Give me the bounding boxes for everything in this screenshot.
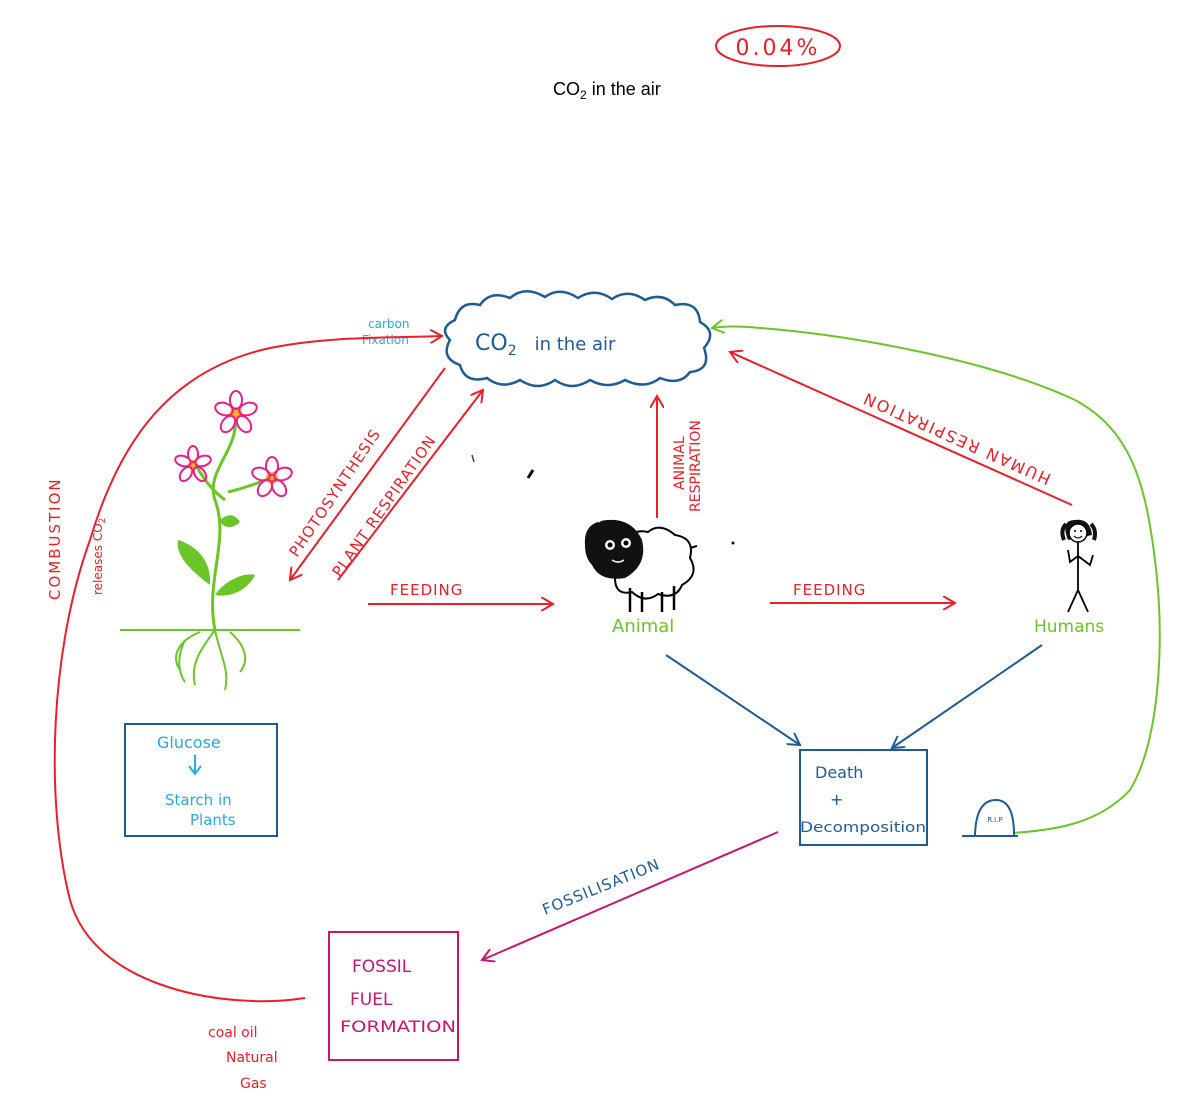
percentage-badge: 0.04%: [715, 25, 841, 67]
feeding-label-1: FEEDING: [390, 581, 463, 599]
animal-label: Animal: [612, 616, 674, 637]
stray-mark-2: [471, 454, 475, 463]
human-respiration-label: HUMAN RESPIRATION: [859, 388, 1054, 489]
natural-label: Natural: [226, 1050, 278, 1066]
plant-respiration-arrow: [337, 390, 483, 581]
human-illustration: [1060, 519, 1097, 613]
sheep-illustration: [584, 514, 698, 612]
decomposition-label: Decomposition: [800, 820, 926, 836]
releases-co2-label: releases CO2: [91, 518, 108, 595]
human-respiration-arrow: [730, 352, 1073, 506]
percentage-text: 0.04%: [736, 36, 821, 61]
animal-respiration-label-1: ANIMAL: [672, 436, 688, 490]
stray-mark: [526, 469, 535, 479]
animal-respiration-label-2: RESPIRATION: [688, 420, 704, 512]
header-title: CO2 in the air: [553, 79, 661, 102]
glucose-box: [124, 723, 278, 837]
combustion-label: COMBUSTION: [46, 477, 64, 600]
gas-label: Gas: [240, 1076, 267, 1092]
stray-dot: [731, 541, 735, 545]
fossil-label-3: FORMATION: [340, 1017, 456, 1036]
humans-label: Humans: [1034, 617, 1104, 637]
feeding-label-2: FEEDING: [793, 581, 866, 599]
fossilisation-arrow: [482, 831, 779, 960]
photosynthesis-arrow: [290, 367, 446, 580]
plus-label: +: [830, 790, 843, 809]
fossil-label-1: FOSSIL: [352, 957, 412, 977]
carbon-fixation-label-2: Fixation: [362, 333, 409, 347]
death-box: [799, 749, 928, 846]
starch-label-1: Starch in: [165, 791, 232, 809]
fossil-fuel-box: [328, 931, 459, 1061]
down-arrow-icon: [188, 755, 202, 776]
combustion-arrow: [53, 336, 442, 1003]
fossil-label-2: FUEL: [350, 990, 393, 1010]
death-label: Death: [815, 763, 863, 782]
carbon-fixation-label-1: carbon: [368, 317, 409, 331]
glucose-label: Glucose: [157, 733, 221, 752]
plant-illustration: [120, 390, 300, 691]
coal-oil-label: coal oil: [208, 1025, 258, 1041]
animal-to-death-arrow: [665, 654, 800, 745]
decomposition-return-arrow: [712, 327, 1161, 834]
gravestone-icon: R.I.P: [962, 798, 1018, 837]
human-to-death-arrow: [892, 644, 1043, 748]
starch-label-2: Plants: [190, 811, 236, 829]
rip-text: R.I.P: [987, 816, 1002, 824]
